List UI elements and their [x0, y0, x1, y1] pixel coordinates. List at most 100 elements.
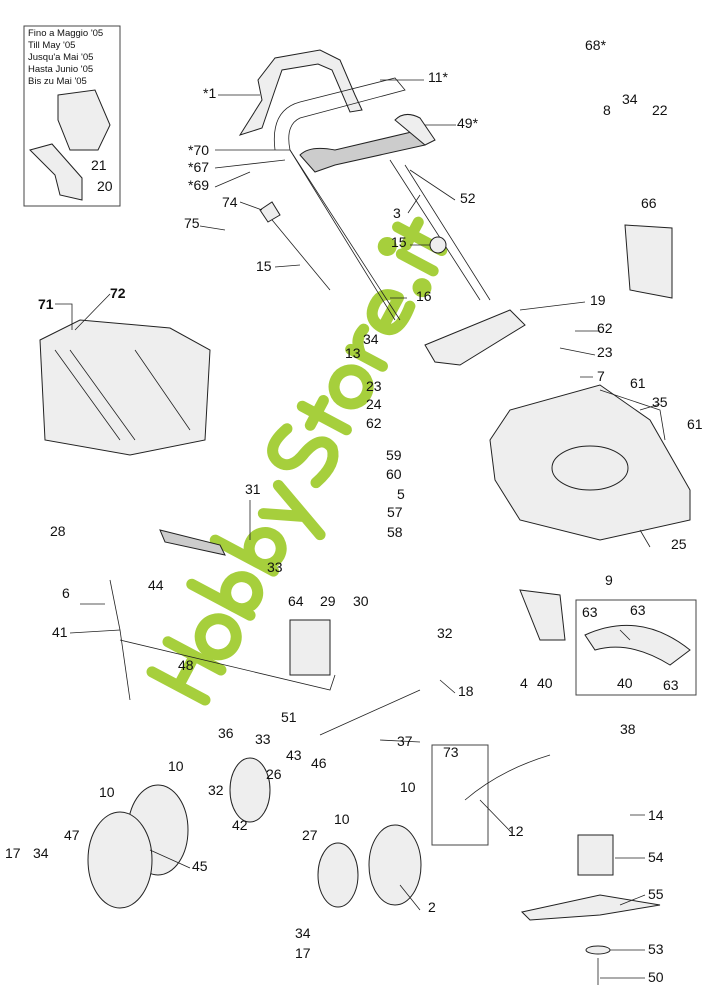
part-label: 55: [648, 886, 664, 902]
grass-catcher: [39, 319, 211, 456]
part-label: 38: [620, 721, 636, 737]
wheels: [87, 757, 422, 909]
part-label: 54: [648, 849, 664, 865]
part-label: 72: [110, 285, 126, 301]
part-label: 8: [603, 102, 611, 118]
part-label: 46: [311, 755, 327, 771]
part-label: 31: [245, 481, 261, 497]
part-label: 41: [52, 624, 68, 640]
inset-note-line: Jusqu'a Mai '05: [28, 52, 93, 63]
part-label: *70: [188, 142, 209, 158]
part-label: 40: [617, 675, 633, 691]
part-label: 51: [281, 709, 297, 725]
part-label: 68*: [585, 37, 607, 53]
part-label: 75: [184, 215, 200, 231]
part-label: 34: [33, 845, 49, 861]
part-label: 59: [386, 447, 402, 463]
part-label: 3: [393, 205, 401, 221]
part-label: 47: [64, 827, 80, 843]
part-label: 34: [622, 91, 638, 107]
inset-note-line: Till May '05: [28, 40, 75, 51]
part-label: 40: [537, 675, 553, 691]
inset-note-line: Bis zu Mai '05: [28, 76, 87, 87]
deflector-part: [29, 143, 83, 201]
part-label: 66: [641, 195, 657, 211]
part-label: 9: [605, 572, 613, 588]
part-label: 74: [222, 194, 238, 210]
part-label: 35: [652, 394, 668, 410]
part-label: 57: [387, 504, 403, 520]
part-label: 23: [597, 344, 613, 360]
part-label: 62: [366, 415, 382, 431]
part-label: 33: [255, 731, 271, 747]
part-label: 34: [295, 925, 311, 941]
part-label: 73: [443, 744, 459, 760]
part-label: 48: [178, 657, 194, 673]
part-label: 12: [508, 823, 524, 839]
part-label: 30: [353, 593, 369, 609]
part-label: 5: [397, 486, 405, 502]
part-label: 21: [91, 157, 107, 173]
part-label: 36: [218, 725, 234, 741]
part-label: 64: [288, 593, 304, 609]
part-label: 42: [232, 817, 248, 833]
part-label: 45: [192, 858, 208, 874]
part-label: 10: [168, 758, 184, 774]
part-label: 14: [648, 807, 664, 823]
part-label: 15: [391, 234, 407, 250]
part-label: 17: [295, 945, 311, 961]
part-labels: 21 20 *1 11* 49* *70 *67 *69 74 75 15 15…: [5, 37, 703, 985]
part-label: 2: [428, 899, 436, 915]
part-label: 63: [663, 677, 679, 693]
part-label: *1: [203, 85, 216, 101]
part-label: 11*: [428, 69, 449, 85]
part-label: 50: [648, 969, 664, 985]
part-label: 62: [597, 320, 613, 336]
watermark-logo: [146, 216, 448, 706]
part-label: 63: [630, 602, 646, 618]
part-label: 27: [302, 827, 318, 843]
part-label: 22: [652, 102, 668, 118]
part-label: 10: [99, 784, 115, 800]
part-label: 29: [320, 593, 336, 609]
part-label: 4: [520, 675, 528, 691]
mower-deck: [424, 309, 691, 541]
inset-note-line: Fino a Maggio '05: [28, 28, 103, 39]
part-label: 10: [334, 811, 350, 827]
part-label: 23: [366, 378, 382, 394]
part-label: 28: [50, 523, 66, 539]
blade-parts: [431, 224, 697, 985]
part-label: 24: [366, 396, 382, 412]
part-label: 32: [208, 782, 224, 798]
part-label: *69: [188, 177, 209, 193]
part-label: 60: [386, 466, 402, 482]
part-label: 33: [267, 559, 283, 575]
part-label: 61: [687, 416, 703, 432]
part-label: 6: [62, 585, 70, 601]
drive-parts: [109, 500, 421, 736]
part-label: *67: [188, 159, 209, 175]
handle-assembly: [238, 49, 491, 321]
part-label: 32: [437, 625, 453, 641]
part-label: 58: [387, 524, 403, 540]
part-label: 44: [148, 577, 164, 593]
part-label: 25: [671, 536, 687, 552]
leader-lines: [55, 79, 661, 979]
part-label: 63: [582, 604, 598, 620]
part-label: 49*: [457, 115, 479, 131]
part-label: 34: [363, 331, 379, 347]
part-label: 53: [648, 941, 664, 957]
part-label: 43: [286, 747, 302, 763]
part-label: 18: [458, 683, 474, 699]
part-label: 26: [266, 766, 282, 782]
inset-note-line: Hasta Junio '05: [28, 64, 93, 75]
part-label: 20: [97, 178, 113, 194]
part-label: 10: [400, 779, 416, 795]
part-label: 13: [345, 345, 361, 361]
part-label: 7: [597, 368, 605, 384]
inset-box: Fino a Maggio '05 Till May '05 Jusqu'a M…: [23, 25, 121, 207]
part-label: 15: [256, 258, 272, 274]
grass-bag-part: [57, 89, 111, 151]
